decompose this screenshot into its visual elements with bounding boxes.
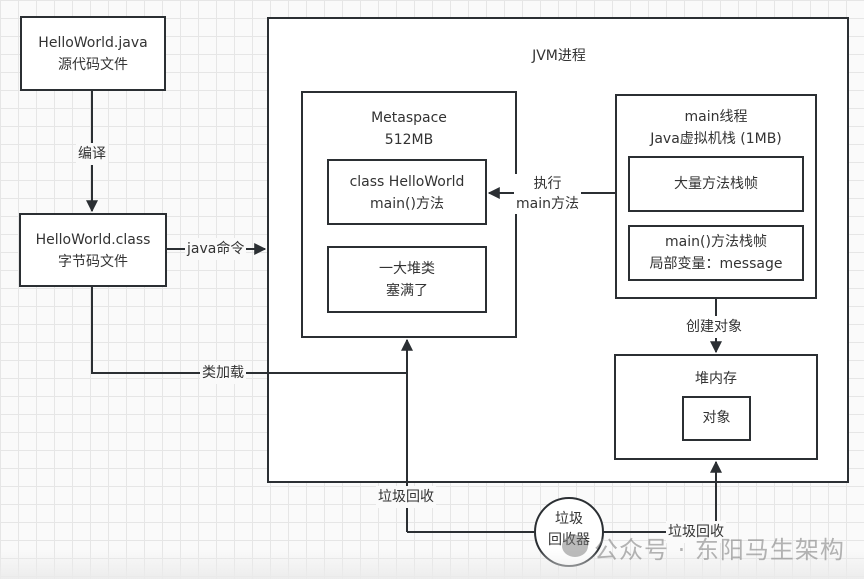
object-label: 对象 xyxy=(702,410,731,426)
class-loading-label: 类加载 xyxy=(200,362,246,384)
metaspace-size: 512MB xyxy=(384,132,434,148)
class-helloworld-name: class HelloWorld xyxy=(349,174,465,190)
metaspace-title: Metaspace xyxy=(371,110,447,126)
watermark-text: 公众号 · 东阳马生架构 xyxy=(594,536,845,564)
bottom-fade xyxy=(0,549,864,579)
compile-label: 编译 xyxy=(76,143,108,165)
main-frame-box: main()方法栈帧 局部变量：message xyxy=(628,225,804,281)
class-helloworld-box: class HelloWorld main()方法 xyxy=(327,159,487,225)
object-box: 对象 xyxy=(682,396,751,441)
jvm-process-title: JVM进程 xyxy=(532,48,586,64)
execute-label-line1: 执行 xyxy=(533,176,562,192)
class-file-name: HelloWorld.class xyxy=(35,232,151,248)
execute-main-label: 执行 main方法 xyxy=(514,174,581,214)
class-file-desc: 字节码文件 xyxy=(58,254,128,270)
method-frames-label: 大量方法栈帧 xyxy=(674,176,758,192)
source-file-name: HelloWorld.java xyxy=(38,35,148,51)
source-file-desc: 源代码文件 xyxy=(58,57,128,73)
source-file-box: HelloWorld.java 源代码文件 xyxy=(20,16,166,91)
loaded-classes-line2: 塞满了 xyxy=(386,283,428,299)
loaded-classes-box: 一大堆类 塞满了 xyxy=(327,246,487,313)
main-thread-title: main线程 xyxy=(684,109,748,125)
execute-label-line2: main方法 xyxy=(516,196,579,212)
gc-heap-label: 垃圾回收 xyxy=(666,521,726,543)
main-frame-title: main()方法栈帧 xyxy=(665,234,767,250)
wechat-icon xyxy=(562,535,588,557)
class-loading-line xyxy=(91,287,407,374)
class-file-box: HelloWorld.class 字节码文件 xyxy=(19,213,167,287)
main-thread-stack-label: Java虚拟机栈 (1MB) xyxy=(650,131,782,147)
class-helloworld-method: main()方法 xyxy=(370,196,444,212)
method-frames-box: 大量方法栈帧 xyxy=(628,156,804,212)
create-object-label: 创建对象 xyxy=(684,316,744,338)
java-command-label: java命令 xyxy=(185,238,247,260)
gc-metaspace-label: 垃圾回收 xyxy=(376,486,436,508)
loaded-classes-line1: 一大堆类 xyxy=(379,261,435,277)
main-frame-local-var: 局部变量：message xyxy=(649,256,783,272)
gc-label-line1: 垃圾 xyxy=(555,511,583,527)
heap-title: 堆内存 xyxy=(695,371,737,387)
